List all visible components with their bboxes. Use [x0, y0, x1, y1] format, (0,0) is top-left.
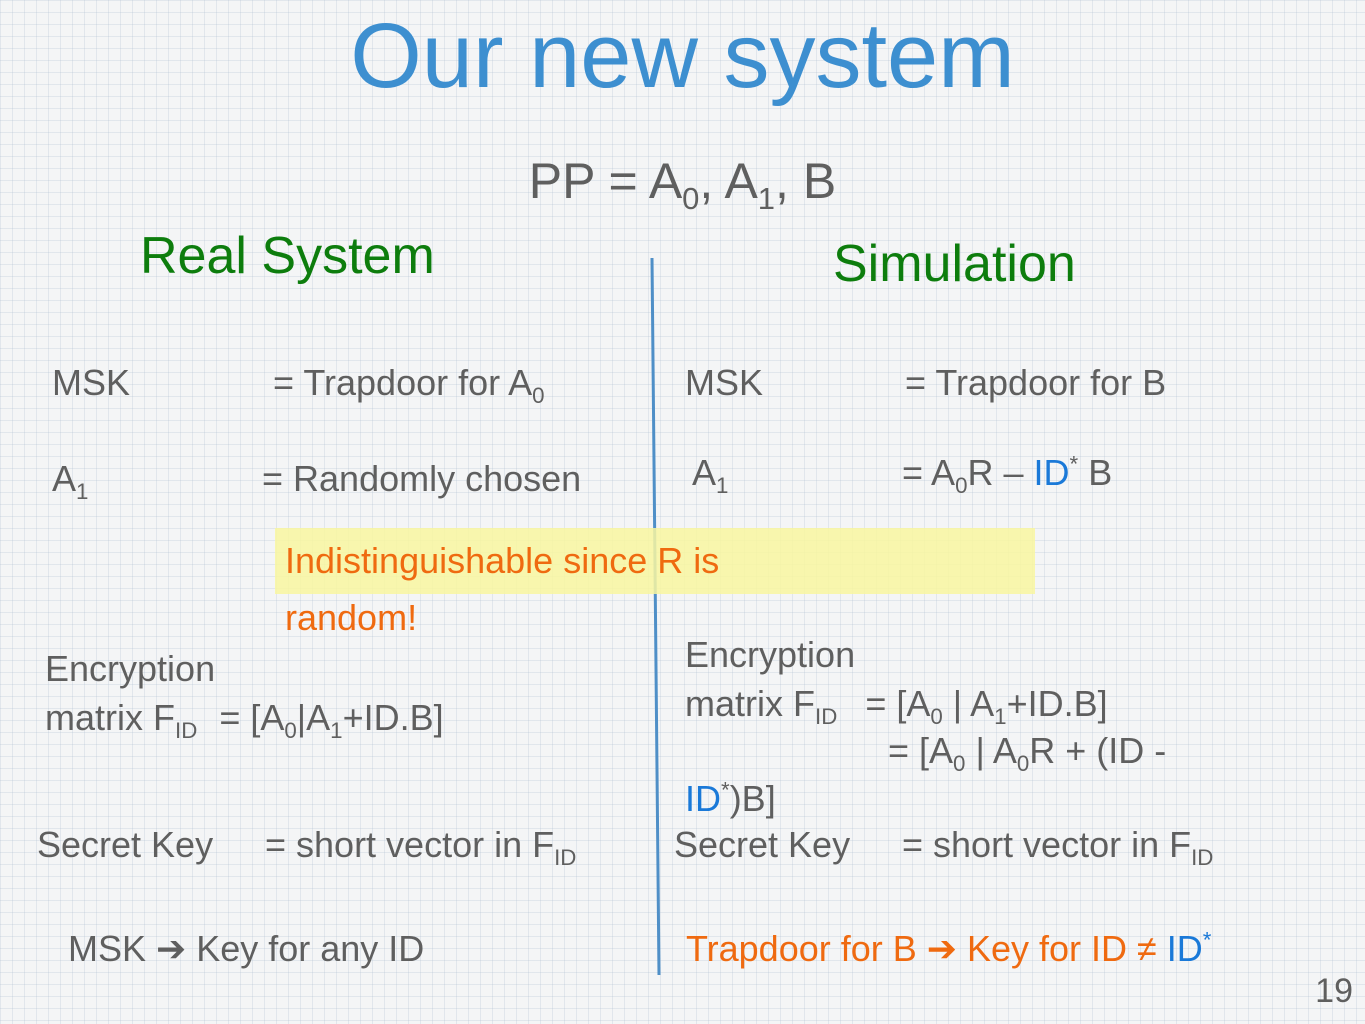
- pp-sub-0: 0: [682, 180, 700, 216]
- real-a1-text: A: [52, 458, 77, 499]
- sim-encryption-matrix: matrix FID = [A0 | A1+ID.B]: [685, 683, 1108, 727]
- real-enc-matrix-sub: ID: [175, 717, 198, 743]
- sim-a1-star: *: [1069, 451, 1079, 477]
- real-system-heading: Real System: [140, 227, 435, 285]
- real-enc-val-a: = [A: [219, 697, 285, 738]
- real-bottom-statement: MSK ➔ Key for any ID: [68, 928, 424, 970]
- sim-a1-val-c: B: [1078, 452, 1113, 493]
- sim-secret-key-value: = short vector in FID: [902, 824, 1213, 868]
- sim-enc-eq1-c: +ID.B]: [1006, 683, 1108, 724]
- real-enc-val-sub0: 0: [284, 717, 297, 743]
- right-arrow-icon: ➔: [926, 928, 957, 969]
- sim-sk-sub: ID: [1191, 844, 1214, 870]
- real-secret-key-value: = short vector in FID: [265, 824, 576, 868]
- sim-bottom-id: ID: [1166, 928, 1203, 969]
- sim-bottom-b: Key for ID ≠: [956, 928, 1167, 969]
- sim-a1-value: = A0R – ID* B: [902, 451, 1113, 496]
- sim-a1-sub: 1: [716, 472, 729, 498]
- pp-sub-1: 1: [757, 180, 776, 216]
- sim-enc-eq2-a: = [A: [888, 730, 954, 771]
- real-encryption-label: Encryption: [45, 648, 216, 689]
- sim-enc-eq3-rest: )B]: [729, 778, 776, 819]
- simulation-heading: Simulation: [833, 235, 1076, 293]
- sim-encryption-eq3: ID*)B]: [685, 778, 776, 820]
- page-number: 19: [1315, 972, 1353, 1010]
- pp-text: PP = A: [528, 153, 683, 209]
- real-msk-sub: 0: [532, 382, 545, 408]
- pp-text-3: , B: [775, 153, 837, 209]
- sim-a1-id: ID: [1033, 452, 1070, 493]
- sim-enc-eq1-b: | A: [942, 683, 995, 724]
- real-sk-sub: ID: [554, 844, 577, 870]
- sim-enc-eq2-b: | A: [965, 730, 1017, 771]
- sim-enc-eq1-sub1: 1: [994, 703, 1007, 729]
- real-enc-val-sub1: 1: [330, 717, 343, 743]
- sim-enc-eq2-sub0b: 0: [1016, 750, 1030, 776]
- sim-a1-val-a: = A: [902, 452, 956, 493]
- real-sk-value-text: = short vector in F: [265, 824, 555, 865]
- sim-enc-eq1-a: = [A: [865, 683, 931, 724]
- sim-enc-eq2-c: R + (ID -: [1029, 730, 1167, 771]
- real-encryption-matrix: matrix FID = [A0|A1+ID.B]: [45, 697, 444, 741]
- real-msk-value: = Trapdoor for A0: [273, 362, 545, 406]
- real-enc-val-c: +ID.B]: [342, 697, 444, 738]
- sim-bottom-star: *: [1202, 927, 1212, 953]
- sim-a1-val-b: R –: [967, 452, 1034, 493]
- real-enc-val-b: |A: [296, 697, 331, 738]
- slide-title: Our new system: [350, 5, 1015, 107]
- callout-line-2: random!: [285, 597, 418, 638]
- right-arrow-icon: ➔: [156, 928, 187, 969]
- real-bottom-b: Key for any ID: [186, 928, 425, 969]
- sim-msk-value: = Trapdoor for B: [905, 362, 1167, 403]
- sim-secret-key-label: Secret Key: [674, 824, 851, 865]
- sim-enc-eq3-id: ID: [685, 778, 721, 819]
- real-msk-label: MSK: [52, 362, 131, 403]
- sim-msk-label: MSK: [685, 362, 764, 403]
- sim-sk-value-text: = short vector in F: [902, 824, 1192, 865]
- sim-encryption-eq2: = [A0 | A0R + (ID -: [888, 730, 1167, 774]
- real-a1-value: = Randomly chosen: [262, 458, 582, 499]
- sim-bottom-a: Trapdoor for B: [686, 928, 927, 969]
- real-msk-value-text: = Trapdoor for A: [273, 362, 533, 403]
- sim-a1-label: A1: [692, 452, 728, 496]
- sim-encryption-label: Encryption: [685, 634, 856, 675]
- sim-enc-matrix-sub: ID: [815, 703, 838, 729]
- pp-text-2: , A: [699, 153, 758, 209]
- sim-bottom-statement: Trapdoor for B ➔ Key for ID ≠ ID*: [686, 928, 1211, 970]
- callout-highlight: [275, 528, 1035, 594]
- real-a1-sub: 1: [76, 478, 89, 504]
- callout-line-1: Indistinguishable since R is: [285, 540, 720, 581]
- public-parameters: PP = A0, A1, B: [0, 152, 1365, 214]
- real-a1-label: A1: [52, 458, 88, 502]
- sim-enc-eq2-sub0: 0: [953, 750, 966, 776]
- sim-enc-eq1-sub0: 0: [930, 703, 943, 729]
- sim-a1-val-sub0: 0: [955, 472, 968, 498]
- real-bottom-a: MSK: [68, 928, 157, 969]
- sim-a1-text: A: [692, 452, 717, 493]
- sim-enc-eq3-star: *: [721, 777, 730, 803]
- real-enc-matrix-text: matrix F: [45, 697, 175, 738]
- sim-enc-matrix-text: matrix F: [685, 683, 815, 724]
- real-secret-key-label: Secret Key: [37, 824, 214, 865]
